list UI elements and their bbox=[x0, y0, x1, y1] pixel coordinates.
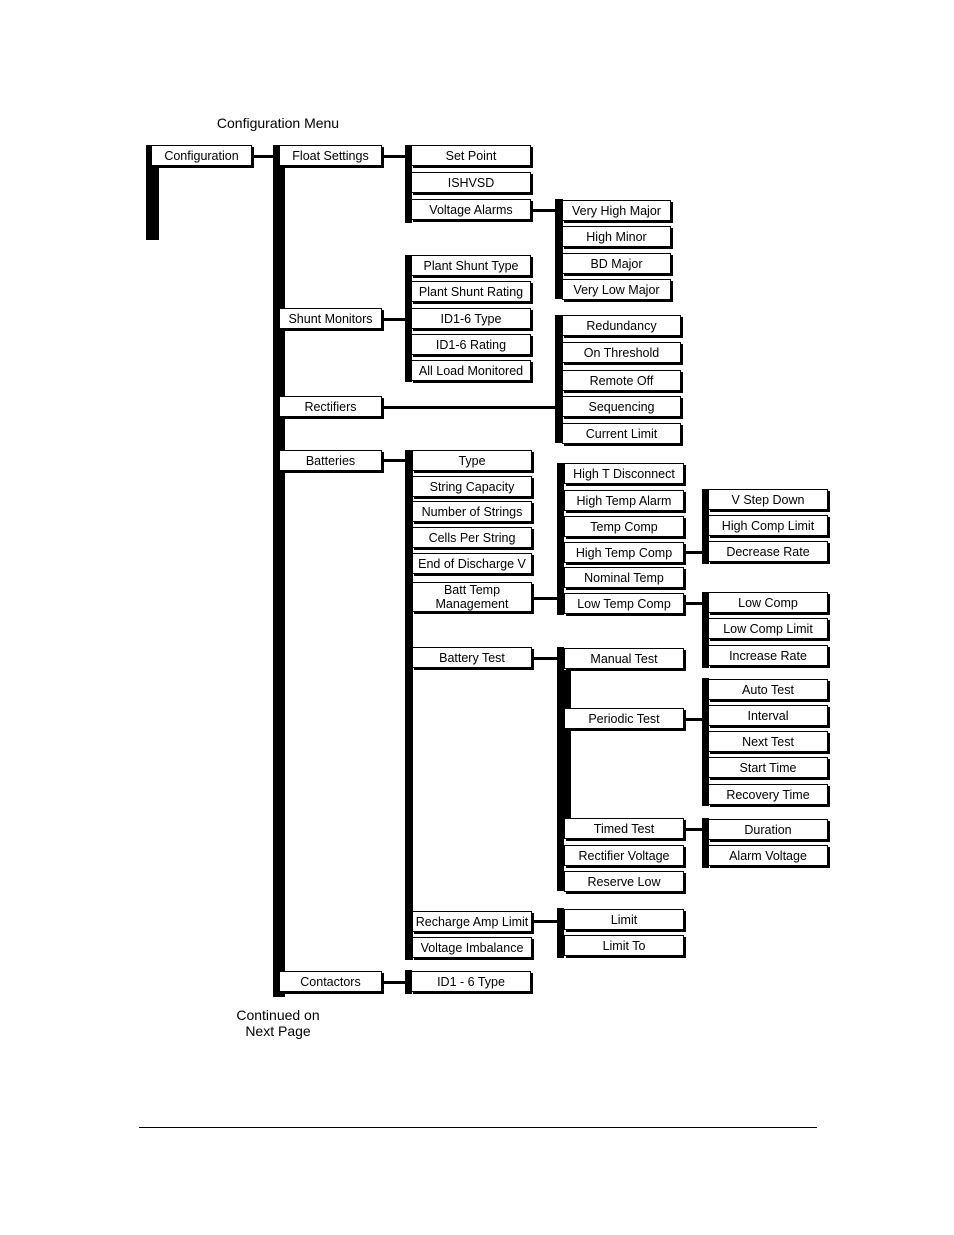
node-type: Type bbox=[412, 450, 532, 471]
contactors-bar bbox=[405, 970, 412, 994]
high-temp-comp-bar bbox=[702, 489, 709, 564]
timed-bar bbox=[702, 818, 709, 868]
continued-line-2: Next Page bbox=[245, 1023, 311, 1039]
node-plant-shunt-type: Plant Shunt Type bbox=[411, 255, 531, 276]
node-nominal-temp: Nominal Temp bbox=[564, 567, 684, 588]
node-very-high-major: Very High Major bbox=[562, 200, 671, 221]
node-auto-test: Auto Test bbox=[708, 679, 828, 700]
rectifiers-bar bbox=[555, 315, 563, 443]
link-periodic bbox=[684, 718, 704, 721]
node-high-minor: High Minor bbox=[562, 226, 671, 247]
node-set-point: Set Point bbox=[411, 145, 531, 166]
node-manual-test: Manual Test bbox=[564, 648, 684, 669]
node-very-low-major: Very Low Major bbox=[562, 279, 671, 300]
node-voltage-alarms: Voltage Alarms bbox=[411, 199, 531, 220]
node-low-comp-limit: Low Comp Limit bbox=[708, 618, 828, 639]
link-root-float bbox=[252, 155, 275, 158]
node-low-comp: Low Comp bbox=[708, 592, 828, 613]
voltage-alarms-bar bbox=[555, 199, 563, 299]
node-contactors: Contactors bbox=[279, 971, 382, 992]
node-interval: Interval bbox=[708, 705, 828, 726]
node-remote-off: Remote Off bbox=[562, 370, 681, 391]
node-voltage-imbalance: Voltage Imbalance bbox=[412, 937, 532, 958]
node-recharge-amp-limit: Recharge Amp Limit bbox=[412, 911, 532, 932]
node-bd-major: BD Major bbox=[562, 253, 671, 274]
link-timed bbox=[684, 828, 704, 831]
node-recovery-time: Recovery Time bbox=[708, 784, 828, 805]
node-current-limit: Current Limit bbox=[562, 423, 681, 444]
link-recharge bbox=[531, 920, 559, 923]
node-batt-temp-management: Batt Temp Management bbox=[412, 582, 532, 612]
node-limit-to: Limit To bbox=[564, 935, 684, 956]
node-timed-test: Timed Test bbox=[564, 818, 684, 839]
batt-temp-line-2: Management bbox=[435, 597, 509, 611]
node-float-settings: Float Settings bbox=[279, 145, 382, 166]
low-temp-comp-bar bbox=[702, 592, 709, 668]
shunt-bar bbox=[405, 255, 412, 382]
node-end-of-discharge: End of Discharge V bbox=[412, 553, 532, 574]
menu-title: Configuration Menu bbox=[216, 115, 340, 131]
link-rectifiers-children bbox=[382, 406, 557, 409]
node-sequencing: Sequencing bbox=[562, 396, 681, 417]
node-temp-comp: Temp Comp bbox=[564, 516, 684, 537]
link-high-temp-comp bbox=[684, 551, 704, 554]
node-v-step-down: V Step Down bbox=[708, 489, 828, 510]
node-high-temp-comp: High Temp Comp bbox=[564, 542, 684, 563]
node-contactors-id16-type: ID1 - 6 Type bbox=[411, 971, 531, 992]
node-all-load-monitored: All Load Monitored bbox=[411, 360, 531, 381]
node-high-comp-limit: High Comp Limit bbox=[708, 515, 828, 536]
node-batteries: Batteries bbox=[279, 450, 382, 471]
link-contactors bbox=[382, 981, 407, 984]
node-decrease-rate: Decrease Rate bbox=[708, 541, 828, 562]
node-id16-type: ID1-6 Type bbox=[411, 308, 531, 329]
node-cells-per-string: Cells Per String bbox=[412, 527, 532, 548]
battery-test-bar-thick bbox=[557, 670, 571, 820]
link-float-children bbox=[382, 155, 407, 158]
node-id16-rating: ID1-6 Rating bbox=[411, 334, 531, 355]
node-limit: Limit bbox=[564, 909, 684, 930]
node-increase-rate: Increase Rate bbox=[708, 645, 828, 666]
link-battery-test bbox=[531, 657, 559, 660]
node-rectifier-voltage: Rectifier Voltage bbox=[564, 845, 684, 866]
temp-mgmt-bar bbox=[557, 463, 564, 615]
recharge-bar bbox=[557, 908, 564, 958]
periodic-bar bbox=[702, 678, 709, 806]
node-battery-test: Battery Test bbox=[412, 647, 532, 668]
footer-rule bbox=[139, 1127, 817, 1128]
node-periodic-test: Periodic Test bbox=[564, 708, 684, 729]
node-number-of-strings: Number of Strings bbox=[412, 501, 532, 522]
level1-bar bbox=[273, 145, 285, 997]
node-high-t-disconnect: High T Disconnect bbox=[564, 463, 684, 484]
link-shunt-children bbox=[382, 318, 407, 321]
link-low-temp-comp bbox=[684, 602, 704, 605]
node-on-threshold: On Threshold bbox=[562, 342, 681, 363]
float-bar bbox=[405, 145, 412, 223]
node-rectifiers: Rectifiers bbox=[279, 396, 382, 417]
batt-temp-line-1: Batt Temp bbox=[443, 583, 501, 597]
root-bar bbox=[146, 145, 159, 240]
node-configuration: Configuration bbox=[151, 145, 252, 166]
link-batteries-children bbox=[382, 459, 407, 462]
node-plant-shunt-rating: Plant Shunt Rating bbox=[411, 281, 531, 302]
node-alarm-voltage: Alarm Voltage bbox=[708, 845, 828, 866]
node-high-temp-alarm: High Temp Alarm bbox=[564, 490, 684, 511]
node-start-time: Start Time bbox=[708, 757, 828, 778]
node-string-capacity: String Capacity bbox=[412, 476, 532, 497]
node-reserve-low: Reserve Low bbox=[564, 871, 684, 892]
node-low-temp-comp: Low Temp Comp bbox=[564, 593, 684, 614]
batteries-bar bbox=[405, 450, 413, 960]
continued-line-1: Continued on bbox=[236, 1007, 320, 1023]
node-shunt-monitors: Shunt Monitors bbox=[279, 308, 382, 329]
node-redundancy: Redundancy bbox=[562, 315, 681, 336]
link-voltage-alarms bbox=[531, 209, 557, 212]
link-temp-mgmt bbox=[531, 597, 559, 600]
node-duration: Duration bbox=[708, 819, 828, 840]
node-ishvsd: ISHVSD bbox=[411, 172, 531, 193]
node-next-test: Next Test bbox=[708, 731, 828, 752]
